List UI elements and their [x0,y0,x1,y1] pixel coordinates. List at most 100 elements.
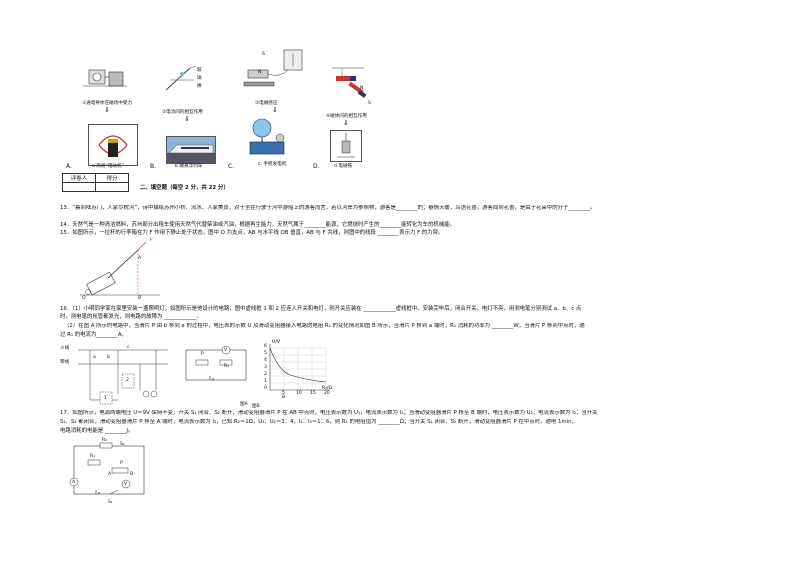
q17-label-p: P [120,461,123,466]
q17-voltmeter-label: V [124,482,128,487]
q16-figure-a [182,344,250,384]
voltage-resistance-graph [269,344,330,391]
figure-2-current-interaction [160,60,210,100]
option-a-caption: a 简易“电动机” [92,164,125,169]
fig2-label-2: 璃 [197,76,202,81]
graph-x-tick: 20 [324,391,330,396]
graph-x-tick: 10 [296,391,302,396]
score-table-cell-score[interactable] [95,182,129,192]
q17-label-s2: S₂ [120,442,125,447]
graph-y-tick: 3 [264,365,267,370]
q16-box-2: 2 [126,378,129,383]
fig3-label-n: N [258,70,262,75]
q16-fig-a-title: 图A [240,402,248,407]
electromagnet-icon [337,133,355,158]
hand-generator-icon [249,118,285,155]
question-16-part2: （2）在图 A 所示的电路中，当滑片 P 由 b 移到 a 的过程中，电压表的示… [64,323,585,329]
section-title: 二、填空题（每空 2 分，共 22 分） [140,185,229,191]
option-b-caption: b 磁悬浮列车 [175,164,203,169]
motor-experiment-drawing [83,69,127,87]
house-wiring-diagram [78,349,168,405]
q15-label-b: B [138,296,142,301]
fig2-caption: ②电流间的相互作用 [162,110,203,115]
question-17: 17．如图所示，电源两端电压 U＝9V 保持不变，开关 S₁ 闭合、S₂ 断开，… [60,410,598,416]
magnets-drawing [332,67,367,98]
option-c-caption: c. 手摇发电机 [258,162,287,167]
option-a-letter: A. [66,163,72,170]
fig4-caption: ④磁体间的相互作用 [326,114,367,119]
q17-label-s1: S₁ [108,500,113,505]
q17-circuit-diagram [69,442,145,495]
fig2-label-3: 棒 [197,84,202,89]
q16-fig-a-voltmeter: V [224,348,228,353]
q17-label-r1: R₁ [90,454,96,459]
figure-4-magnets [328,64,374,108]
q17-label-r2: R₂ [102,438,108,443]
q17-label-a: A [108,472,112,477]
question-13: 13．“暮到陆苏门，人家尽枕河”，诗中描绘苏州小桥、流水、人家美景，对于坐在行驶… [60,205,596,211]
luggage-lever-diagram [80,241,160,296]
down-arrow-icon: ⇓ [272,106,278,114]
question-17b: S₁、S₂ 都闭合，滑动变阻器滑片 P 移至 A 端时，电流表示数为 I₃，已知… [60,419,577,425]
question-14: 14．天然气是一种清洁燃料，苏州部分出租车使用天然气代替柴油或汽油，根据再生能力… [60,222,455,228]
q16-live-wire-label: 火线 [60,346,70,351]
question-16-part1b: 时，测电笔的氖管都发光，则电路的故障为 ____________。 [60,314,202,320]
q15-figure [80,240,160,300]
q15-label-f: F [150,238,153,243]
down-arrow-icon: ⇓ [184,115,190,123]
graph-y-tick: 0 [264,386,267,391]
graph-y-tick: 4 [264,358,267,363]
figure-3-induction [240,48,310,98]
q16-graph-x-axis-label: R₂/Ω [322,386,333,391]
q15-label-o: O [82,296,86,301]
option-b-image [166,136,216,164]
option-d-letter: D. [313,163,320,170]
q17-label-b: B [130,472,134,477]
q16-figure-b-title: 图B [252,404,260,409]
down-arrow-icon: ⇓ [104,106,110,114]
graph-y-tick: 6 [264,344,267,349]
graph-y-tick: 2 [264,372,267,377]
graph-x-tick: 5 [282,391,285,396]
graph-x-tick: 15 [310,391,316,396]
q16-neutral-wire-label: 零线 [60,360,70,365]
q16-fig-a-label-p: P [201,352,204,357]
fig2-label-1: 玻 [197,68,202,73]
option-a-image [88,124,138,166]
question-16-part1: 16．（1）小明同学家在家里安装一盏照明灯，如图所示是他设计的电路，图中虚线框 … [60,306,582,312]
q16-house-circuit [60,340,170,410]
option-d-image [330,130,362,162]
q16-graph-y-axis-label: U/V [272,340,281,345]
question-17c: 电路消耗的电能是 ________J。 [60,428,134,434]
score-table-header-score: 得分 [95,173,129,183]
option-c-letter: C. [228,163,235,170]
score-table-cell-grader[interactable] [62,182,96,192]
q16-point-c: c [127,345,130,350]
q16-point-a: a [93,355,96,360]
question-16-part2b: 过 R₁ 的电流为________A。 [60,332,127,338]
question-15: 15．如图所示，一拉杆的行李箱在力 F 作用下静止处于状态，图中 O 为支点，A… [60,230,444,236]
q15-label-a: A [138,256,142,261]
score-table: 评卷人 得分 [62,173,129,192]
option-d-caption: d 电磁铁 [334,164,353,169]
q17-circuit [66,438,148,504]
glass-rod-drawing [165,65,197,91]
q16-point-b: b [107,355,110,360]
simple-motor-icon [98,135,128,157]
score-table-header-grader: 评卷人 [62,173,96,183]
q17-ammeter-label: A [72,480,76,485]
fig4-label-n: N [360,86,364,91]
graph-y-tick: 5 [264,351,267,356]
rheostat-circuit-diagram [185,345,247,381]
fig1-caption: ①通电导体在磁场中受力 [82,101,133,106]
q16-box-1: 1 [104,396,107,401]
option-c-image [244,116,292,160]
graph-y-tick: 1 [264,379,267,384]
fig3-caption: ③电磁感应 [255,101,278,106]
down-arrow-icon: ⇓ [343,119,349,127]
fig4-label-s: S [368,101,371,106]
q16-figure-b-graph [260,342,330,398]
option-b-letter: B. [150,163,157,170]
q16-graph-title: B [282,395,286,400]
induction-drawing [243,49,303,87]
